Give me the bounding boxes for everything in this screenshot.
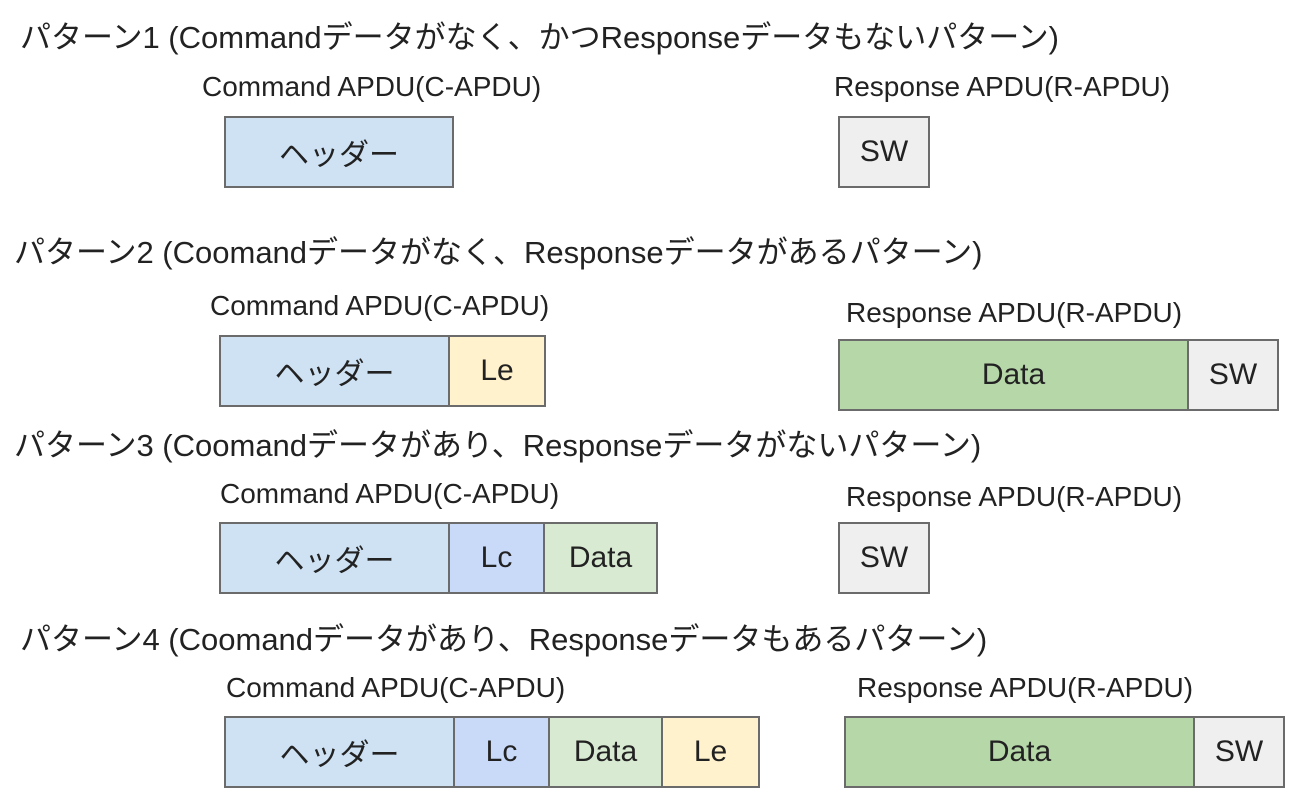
pattern-1-command-label: Command APDU(C-APDU) (202, 71, 542, 102)
pattern-2-response-label: Response APDU(R-APDU) (846, 297, 1183, 328)
pattern-3-response-apdu: SW (838, 522, 930, 594)
pattern-4-command-apdu: ヘッダー Lc Data Le (224, 716, 760, 788)
pattern-3-response-label: Response APDU(R-APDU) (846, 481, 1183, 512)
pattern-2-command-apdu: ヘッダー Le (219, 335, 546, 407)
header-field: ヘッダー (224, 716, 455, 788)
response-data-field: Data (844, 716, 1195, 788)
pattern-2-title: パターン2 (Coomandデータがなく、Responseデータがあるパターン) (14, 235, 983, 270)
response-data-field: Data (838, 339, 1189, 411)
pattern-1-response-apdu: SW (838, 116, 930, 188)
pattern-1-command-apdu: ヘッダー (224, 116, 454, 188)
le-field: Le (661, 716, 760, 788)
pattern-4-title: パターン4 (Coomandデータがあり、Responseデータもあるパターン) (20, 622, 988, 657)
pattern-4-response-apdu: Data SW (844, 716, 1285, 788)
pattern-4-response-label: Response APDU(R-APDU) (857, 672, 1194, 703)
pattern-2-command-label: Command APDU(C-APDU) (210, 290, 550, 321)
lc-field: Lc (453, 716, 550, 788)
header-field: ヘッダー (219, 522, 450, 594)
sw-field: SW (1193, 716, 1285, 788)
header-field: ヘッダー (219, 335, 450, 407)
le-field: Le (448, 335, 546, 407)
pattern-3-command-apdu: ヘッダー Lc Data (219, 522, 658, 594)
pattern-3-command-label: Command APDU(C-APDU) (220, 478, 560, 509)
lc-field: Lc (448, 522, 545, 594)
sw-field: SW (838, 522, 930, 594)
sw-field: SW (1187, 339, 1279, 411)
pattern-1-title: パターン1 (Commandデータがなく、かつResponseデータもないパター… (20, 20, 1059, 55)
sw-field: SW (838, 116, 930, 188)
header-field: ヘッダー (224, 116, 454, 188)
pattern-3-title: パターン3 (Coomandデータがあり、Responseデータがないパターン) (14, 428, 982, 463)
command-data-field: Data (543, 522, 658, 594)
pattern-2-response-apdu: Data SW (838, 339, 1279, 411)
pattern-4-command-label: Command APDU(C-APDU) (226, 672, 566, 703)
command-data-field: Data (548, 716, 663, 788)
pattern-1-response-label: Response APDU(R-APDU) (834, 71, 1171, 102)
